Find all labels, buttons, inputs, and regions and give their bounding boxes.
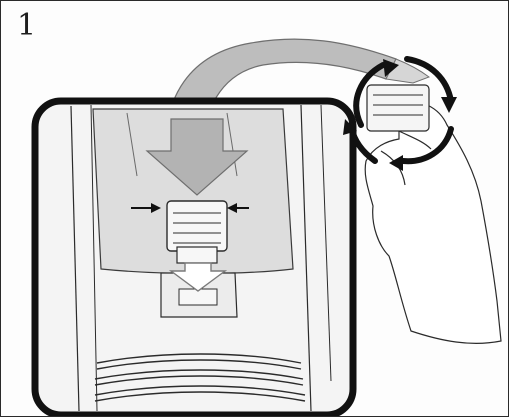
hand-holding-clip-icon xyxy=(365,85,501,343)
